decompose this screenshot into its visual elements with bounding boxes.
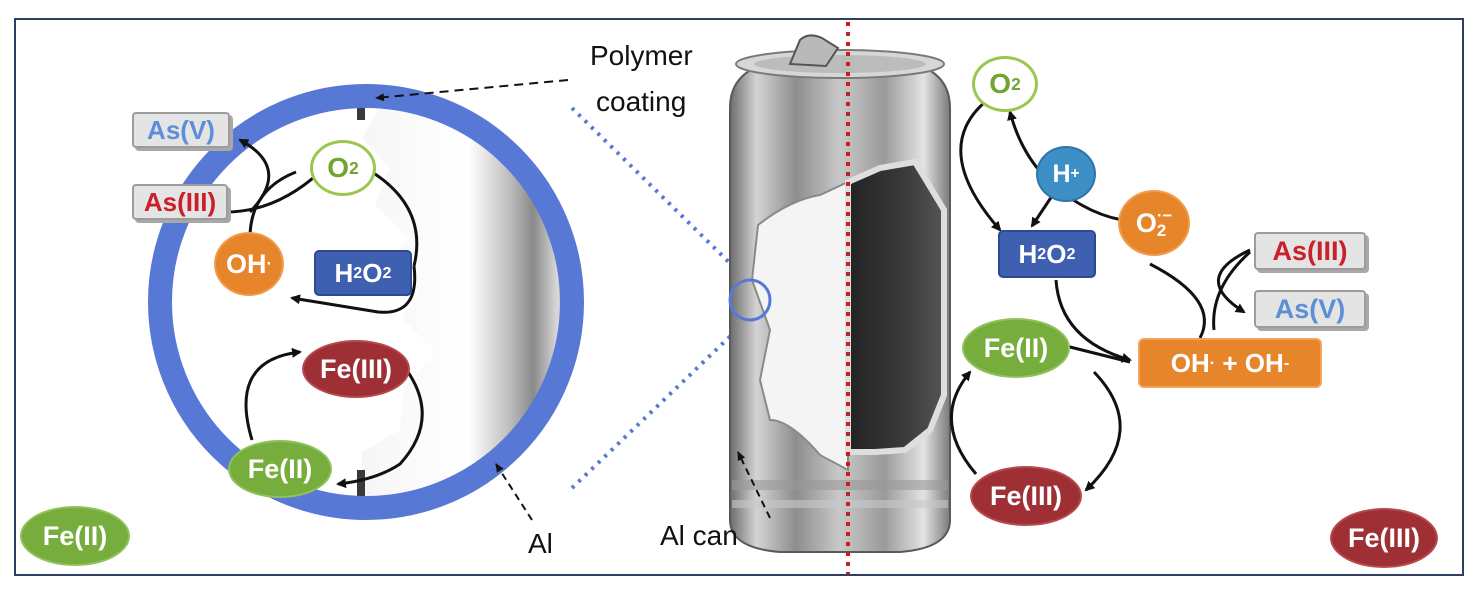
- h-plus-text: H: [1052, 159, 1071, 188]
- h-plus-sup: +: [1070, 165, 1080, 182]
- left-h2o2-sub1: 2: [353, 263, 363, 282]
- left-oh-sup: ·: [266, 254, 273, 273]
- h-plus-bubble: H+: [1036, 146, 1096, 202]
- zoom-line-bottom: [570, 323, 744, 490]
- superoxide-sup: ·−: [1156, 205, 1173, 225]
- oh-mix-box: OH· + OH-: [1138, 338, 1322, 388]
- left-oh-radical: OH·: [214, 232, 284, 296]
- arrow-ohmix-to-superoxide: [1149, 262, 1206, 339]
- arrow-hplus-to-h2o2: [1030, 195, 1054, 228]
- oh-mix-text1: OH: [1170, 347, 1210, 378]
- right-fe-ii-oval: Fe(II): [962, 318, 1070, 378]
- arrow-asiii-to-o2: [225, 170, 322, 214]
- polymer-leader: [375, 79, 569, 102]
- arrow-h2o2-to-ohmix: [1054, 279, 1132, 363]
- right-as-v-tag: As(V): [1254, 290, 1366, 328]
- oh-mix-sup2: -: [1283, 353, 1290, 372]
- can-exposed-area: [845, 158, 947, 455]
- aluminium-can: [728, 34, 951, 553]
- polymer-label-line2: coating: [596, 86, 687, 117]
- arrow-feiii-cycle-down: [336, 371, 424, 489]
- left-as-iii-tag: As(III): [132, 184, 228, 220]
- right-as-iii-tag: As(III): [1254, 232, 1366, 270]
- magnifier-ring: [148, 84, 584, 520]
- superoxide-bubble: O·−2: [1118, 190, 1190, 256]
- right-h2o2-sub1: 2: [1037, 244, 1047, 263]
- left-fe-ii-oval: Fe(II): [228, 440, 332, 498]
- al-can-leader: [737, 451, 771, 519]
- left-oh-text: OH: [225, 248, 267, 279]
- left-as-v-tag: As(V): [132, 112, 230, 148]
- oh-mix-text2: + OH: [1215, 347, 1284, 378]
- arrow-feii-to-ohmix: [1065, 344, 1131, 364]
- arrow-feii-cycle-up: [244, 347, 302, 441]
- arrow-o2-to-h2o2: [371, 170, 419, 267]
- right-h2o2-sub2: 2: [1066, 244, 1076, 263]
- corner-fe-ii-oval: Fe(II): [20, 506, 130, 566]
- superoxide-sub: 2: [1156, 221, 1167, 240]
- arrow-ohmix-to-asiii: [1212, 250, 1252, 331]
- al-can-label: Al can: [660, 520, 738, 551]
- arrow-o2-to-h2o2-right: [959, 100, 1002, 232]
- left-o2-sub: 2: [349, 157, 359, 178]
- oh-mix-sup1: ·: [1209, 353, 1216, 372]
- magnified-view: [148, 84, 584, 520]
- can-peeled-area: [750, 180, 849, 472]
- left-h2o2-h: H: [334, 257, 354, 288]
- corner-fe-iii-oval: Fe(III): [1330, 508, 1438, 568]
- superoxide-text: O: [1135, 207, 1157, 238]
- right-o2-sub: 2: [1011, 73, 1021, 94]
- left-h2o2-sub2: 2: [382, 263, 392, 282]
- can-zoom-spot: [728, 278, 772, 322]
- polymer-coating-bottom: [357, 470, 365, 508]
- can-pull-tab: [788, 34, 840, 68]
- left-o2-text: O: [327, 152, 350, 183]
- arrow-asiii-to-asv-right: [1216, 248, 1251, 314]
- arrow-h2o2-to-oh: [290, 265, 417, 314]
- right-h2o2-o: O: [1046, 238, 1067, 269]
- zoom-line-top: [570, 106, 744, 277]
- arrow-feiii-to-feii-right: [950, 370, 978, 475]
- arrow-oh-to-o2: [248, 170, 297, 239]
- arrow-feii-to-feiii-right: [1084, 370, 1122, 492]
- left-fe-iii-oval: Fe(III): [302, 340, 410, 398]
- polymer-label-line1: Polymer: [590, 40, 693, 71]
- al-label: Al: [528, 528, 553, 559]
- right-fe-iii-oval: Fe(III): [970, 466, 1082, 526]
- left-h2o2-o: O: [362, 257, 383, 288]
- right-h2o2-h: H: [1018, 238, 1038, 269]
- right-o2-text: O: [989, 68, 1012, 99]
